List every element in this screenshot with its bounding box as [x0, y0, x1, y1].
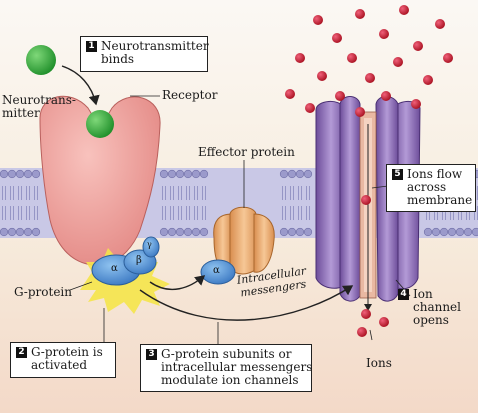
lipid-head [0, 227, 9, 237]
arrow-nt-to-receptor [61, 65, 100, 106]
g-protein-gamma [142, 236, 160, 258]
lipid-head [463, 227, 473, 237]
ion [285, 89, 295, 99]
lipid-head [295, 169, 305, 179]
step-3-box: 3 G-protein subunits or intracellular me… [140, 344, 312, 392]
lipid-head [423, 227, 433, 237]
step-4-text: Ion channel opens [413, 287, 461, 327]
step-4-label: 4 Ion channel opens [398, 288, 461, 327]
ion [305, 103, 315, 113]
ion [295, 53, 305, 63]
lipid-head [15, 227, 25, 237]
lipid-head [159, 227, 169, 237]
lipid-head [183, 227, 193, 237]
receptor-label: Receptor [162, 88, 218, 102]
ion [347, 53, 357, 63]
ion [443, 53, 453, 63]
lipid-head [279, 169, 289, 179]
beta-symbol: β [136, 255, 142, 266]
g-protein-label: G-protein [14, 285, 72, 299]
step-2-number: 2 [16, 347, 27, 358]
lipid-head [279, 227, 289, 237]
lipid-head [295, 227, 305, 237]
ion [365, 73, 375, 83]
effector-protein [213, 206, 275, 275]
ion [393, 57, 403, 67]
lipid-head [0, 169, 9, 179]
step-1-text: Neurotransmitter binds [101, 39, 209, 66]
lipid-head [199, 169, 209, 179]
messenger-alpha [200, 259, 236, 285]
lipid-head [431, 227, 441, 237]
lipid-head [287, 169, 297, 179]
neurotransmitter-bound [86, 110, 114, 138]
ions-group [285, 5, 453, 337]
ion [355, 107, 365, 117]
step-2-box: 2 G-protein is activated [10, 342, 116, 378]
ion [335, 91, 345, 101]
ion [357, 327, 367, 337]
lipid-head [183, 169, 193, 179]
ion [411, 99, 421, 109]
neurotransmitter-label: Neurotrans- mitter [2, 93, 76, 120]
lipid-head [159, 169, 169, 179]
ion [313, 15, 323, 25]
lipid-head [199, 227, 209, 237]
lipid-head [191, 227, 201, 237]
ion [332, 33, 342, 43]
step-2-text: G-protein is activated [31, 345, 103, 372]
lipid-head [167, 169, 177, 179]
lipid-head [455, 227, 465, 237]
leader-ions [369, 329, 373, 341]
lipid-head [303, 227, 313, 237]
lipid-head [191, 169, 201, 179]
ion [399, 5, 409, 15]
lipid-head [23, 227, 33, 237]
step-5-text: Ions flow across membrane [407, 167, 473, 207]
lipid-head [7, 169, 17, 179]
lipid-head [175, 227, 185, 237]
leader-gprotein [69, 281, 93, 291]
lipid-head [31, 227, 41, 237]
lipid-head [471, 227, 478, 237]
arrow-g-to-effector [149, 275, 206, 291]
ion [361, 309, 371, 319]
step-5-number: 5 [392, 169, 403, 180]
neurotransmitter-free [26, 45, 56, 75]
step-1-box: 1 Neurotransmitter binds [80, 36, 209, 72]
step-4-number: 4 [398, 289, 409, 300]
ion [379, 29, 389, 39]
lipid-head [303, 169, 313, 179]
ion [361, 195, 371, 205]
lipid-head [447, 227, 457, 237]
ion [379, 317, 389, 327]
lipid-head [175, 169, 185, 179]
gamma-symbol: γ [147, 240, 152, 249]
lipid-head [31, 169, 41, 179]
arrow-messengers-to-channel [139, 285, 354, 321]
lipid-head [167, 227, 177, 237]
ion [423, 75, 433, 85]
ions-label: Ions [366, 356, 392, 370]
lipid-head [439, 227, 449, 237]
lipid-head [7, 227, 17, 237]
lipid-head [15, 169, 25, 179]
lipid-head [23, 169, 33, 179]
step-5-box: 5 Ions flow across membrane [386, 164, 476, 212]
ion [413, 41, 423, 51]
ion [317, 71, 327, 81]
step-3-text: G-protein subunits or intracellular mess… [161, 347, 313, 387]
lipid-head [287, 227, 297, 237]
alpha-symbol: α [111, 263, 118, 274]
alpha-symbol-messenger: α [213, 265, 220, 276]
step-3-number: 3 [146, 349, 157, 360]
ion [435, 19, 445, 29]
effector-protein-label: Effector protein [198, 145, 295, 159]
leader-step5 [371, 185, 389, 189]
step-1-number: 1 [86, 41, 97, 52]
ion [381, 91, 391, 101]
ion [355, 9, 365, 19]
